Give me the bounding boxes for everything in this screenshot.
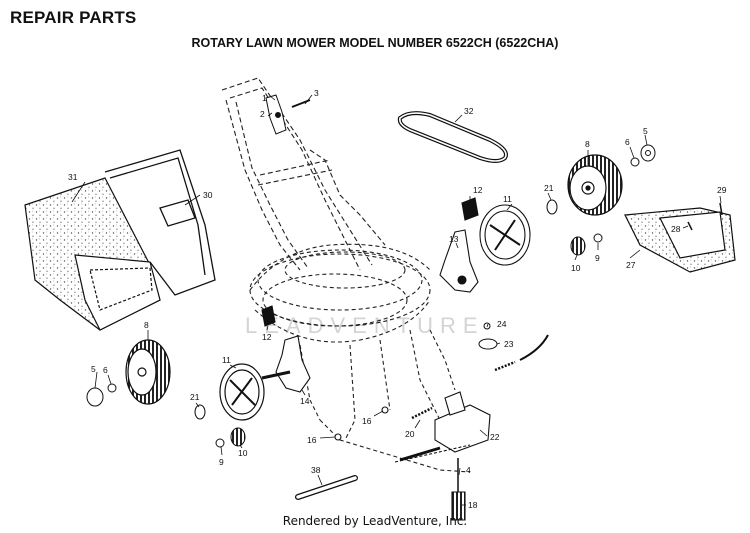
washer-right-part xyxy=(630,144,656,167)
shaft-spring-part xyxy=(451,458,466,521)
callout-12-top: 12 xyxy=(473,185,483,195)
callout-labels: 1 2 3 32 8 6 5 31 30 12 11 21 29 13 28 1… xyxy=(68,88,727,510)
wheel-right-part xyxy=(567,154,623,216)
bag-frame-part xyxy=(104,149,216,296)
callout-29: 29 xyxy=(717,185,727,195)
wheel-hub-top-part xyxy=(461,197,531,266)
callout-32: 32 xyxy=(464,106,474,116)
callout-1: 1 xyxy=(262,93,267,103)
callout-8-right: 8 xyxy=(585,139,590,149)
callout-11-top: 11 xyxy=(503,194,512,204)
callout-8-left: 8 xyxy=(144,320,149,330)
grass-bag-part xyxy=(24,177,161,331)
callout-18: 18 xyxy=(468,500,478,510)
callout-10-right: 10 xyxy=(571,263,581,273)
page-subtitle: ROTARY LAWN MOWER MODEL NUMBER 6522CH (6… xyxy=(191,36,559,50)
watermark-text: LEADVENTURE xyxy=(245,313,485,338)
callout-27: 27 xyxy=(626,260,636,270)
callout-20: 20 xyxy=(405,429,415,439)
transmission-part xyxy=(334,360,516,463)
callout-9-left: 9 xyxy=(219,457,224,467)
mower-deck-dashed xyxy=(249,243,471,473)
callout-6-left: 6 xyxy=(103,365,108,375)
washer-21-right-part xyxy=(546,199,558,215)
callout-5-right: 5 xyxy=(643,126,648,136)
callout-16-right: 16 xyxy=(362,416,372,426)
callout-2: 2 xyxy=(260,109,265,119)
callout-30: 30 xyxy=(203,190,213,200)
leader-lines xyxy=(71,94,722,506)
callout-13: 13 xyxy=(449,234,459,244)
washer-left-part xyxy=(86,383,117,407)
handle-control-bracket xyxy=(265,94,311,135)
wheel-hub-left-part xyxy=(219,363,265,421)
small-parts-left xyxy=(194,404,246,448)
callout-10-left: 10 xyxy=(238,448,248,458)
callout-12-mid: 12 xyxy=(262,332,272,342)
drive-belt-part xyxy=(397,111,508,163)
gear-right-part xyxy=(570,233,603,256)
handle-assembly-dashed xyxy=(221,77,386,271)
callout-31: 31 xyxy=(68,172,78,182)
rendered-by-credit: Rendered by LeadVenture, Inc. xyxy=(282,514,468,528)
callout-3: 3 xyxy=(314,88,319,98)
wheel-left-part xyxy=(125,339,171,405)
callout-23: 23 xyxy=(504,339,514,349)
callout-22: 22 xyxy=(490,432,500,442)
callout-6-right: 6 xyxy=(625,137,630,147)
callout-28: 28 xyxy=(671,224,681,234)
height-adjuster-top-part xyxy=(439,229,479,293)
callout-21-left: 21 xyxy=(190,392,200,402)
callout-21-right: 21 xyxy=(544,183,554,193)
callout-38: 38 xyxy=(311,465,321,475)
page-title: REPAIR PARTS xyxy=(10,8,137,27)
pulley-part xyxy=(478,322,549,361)
callout-9-right: 9 xyxy=(595,253,600,263)
callout-11-left: 11 xyxy=(222,355,231,365)
callout-24: 24 xyxy=(497,319,507,329)
callout-4: 4 xyxy=(466,465,471,475)
rear-flap-part xyxy=(624,202,736,273)
callout-5-left: 5 xyxy=(91,364,96,374)
callout-16-left: 16 xyxy=(307,435,317,445)
callout-14: 14 xyxy=(300,396,310,406)
height-adjuster-left-part xyxy=(261,305,311,393)
